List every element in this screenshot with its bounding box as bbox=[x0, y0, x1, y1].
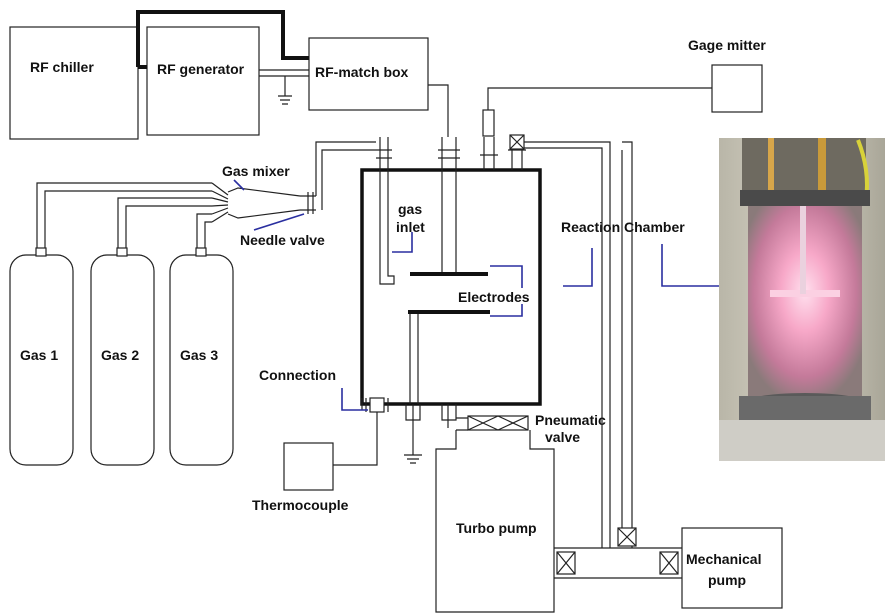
mechanical-pump-label-2: pump bbox=[708, 572, 746, 588]
gas1-line bbox=[37, 183, 212, 255]
electrodes-label: Electrodes bbox=[458, 289, 530, 305]
gage-port bbox=[480, 137, 498, 170]
photo-leader bbox=[662, 244, 720, 286]
pneumatic-valve bbox=[468, 416, 528, 430]
thermocouple-wire bbox=[333, 412, 377, 465]
gas-inlet-label-2: inlet bbox=[396, 219, 425, 235]
mechanical-pump-box bbox=[682, 528, 782, 608]
gas-inlet-pipe bbox=[380, 170, 394, 284]
upper-electrode-stem bbox=[442, 170, 456, 272]
needle-valve bbox=[308, 192, 313, 214]
gage-line bbox=[488, 88, 712, 110]
reactor-photo bbox=[719, 138, 885, 461]
electrode-ground bbox=[404, 404, 422, 463]
pneumatic-label-1: Pneumatic bbox=[535, 412, 606, 428]
reaction-chamber-wall bbox=[362, 170, 540, 404]
gas2-label: Gas 2 bbox=[101, 347, 139, 363]
gas-mixer-body bbox=[228, 188, 300, 218]
electrodes-leader-bottom bbox=[490, 304, 522, 316]
connection-fitting bbox=[370, 398, 384, 412]
rf-ground-symbol bbox=[278, 76, 292, 104]
reaction-chamber-label: Reaction Chamber bbox=[561, 219, 685, 235]
pneumatic-label-2: valve bbox=[545, 429, 580, 445]
needle-valve-leader bbox=[254, 214, 304, 230]
lower-electrode-stem bbox=[410, 314, 418, 404]
gas-inlet-flange bbox=[376, 137, 392, 170]
mechanical-pump-label-1: Mechanical bbox=[686, 551, 761, 567]
electrodes-leader-top bbox=[490, 266, 522, 288]
thermocouple-label: Thermocouple bbox=[252, 497, 349, 513]
rf-generator-box bbox=[147, 27, 259, 135]
gas-inlet-leader bbox=[392, 232, 412, 252]
gas-mixer-manifold bbox=[212, 183, 228, 222]
electrode-feedthrough bbox=[438, 137, 460, 170]
gas1-label: Gas 1 bbox=[20, 347, 58, 363]
connection-leader bbox=[342, 388, 368, 410]
rf-generator-label: RF generator bbox=[157, 61, 245, 77]
gas-mixer-label: Gas mixer bbox=[222, 163, 290, 179]
reaction-chamber-leader bbox=[563, 248, 592, 286]
thermocouple-box bbox=[284, 443, 333, 490]
gage-mitter-box bbox=[712, 65, 762, 112]
rf-chiller-label: RF chiller bbox=[30, 59, 94, 75]
upper-electrode bbox=[410, 272, 488, 276]
generator-match-coax bbox=[259, 70, 309, 76]
gas2-line bbox=[118, 198, 212, 255]
mixer-to-chamber-line bbox=[316, 142, 376, 210]
gage-sensor bbox=[483, 110, 494, 136]
turbo-pump-label: Turbo pump bbox=[456, 520, 537, 536]
gas-inlet-label-1: gas bbox=[398, 201, 422, 217]
lower-electrode bbox=[408, 310, 490, 314]
rf-match-box-label: RF-match box bbox=[315, 64, 409, 80]
gage-mitter-label: Gage mitter bbox=[688, 37, 766, 53]
rf-chiller-box bbox=[10, 27, 138, 139]
connection-label: Connection bbox=[259, 367, 336, 383]
gas3-label: Gas 3 bbox=[180, 347, 218, 363]
rf-feed-line bbox=[428, 85, 448, 137]
needle-valve-label: Needle valve bbox=[240, 232, 325, 248]
